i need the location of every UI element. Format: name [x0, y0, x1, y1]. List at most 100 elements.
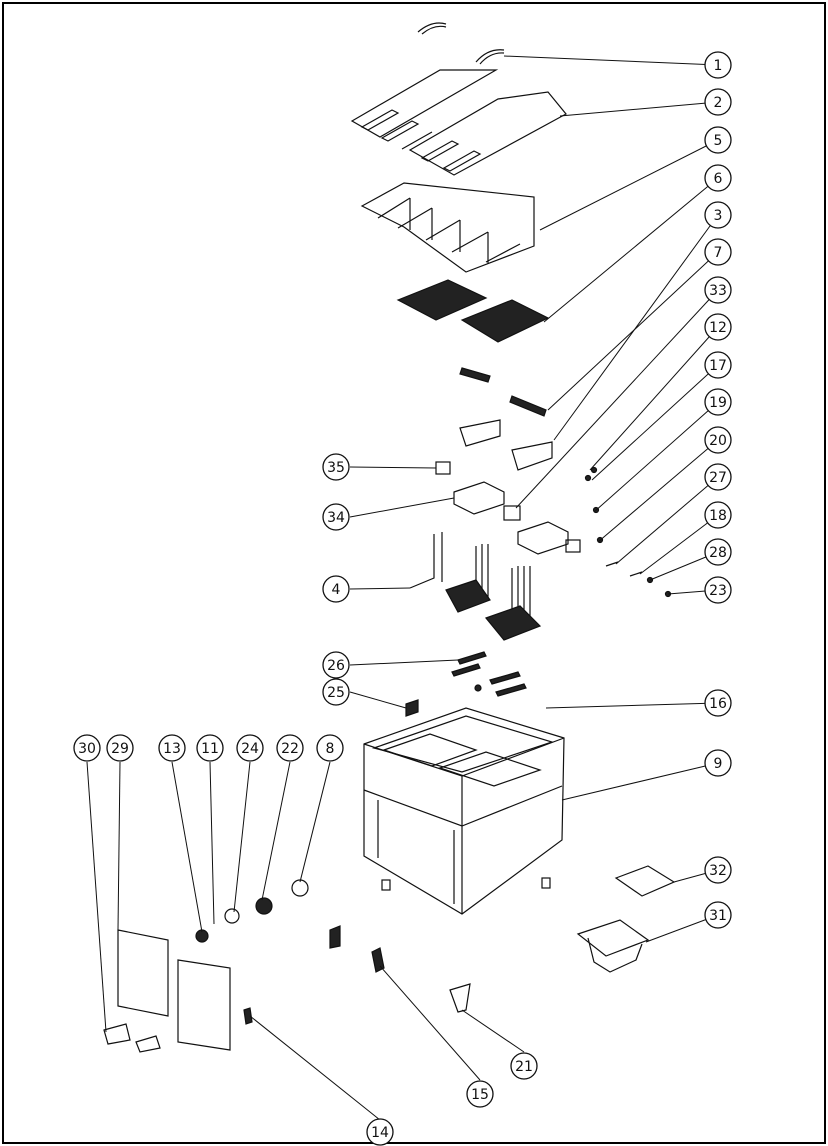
- callout-circle: [73, 734, 101, 762]
- callout-15: 15: [466, 1080, 494, 1108]
- callout-circle: [196, 734, 224, 762]
- callout-label: 24: [241, 741, 259, 757]
- callout-26: 26: [322, 651, 350, 679]
- callout-24: 24: [236, 734, 264, 762]
- callout-21: 21: [510, 1052, 538, 1080]
- callout-label: 35: [327, 460, 345, 476]
- callout-label: 4: [332, 582, 341, 598]
- callout-circle: [704, 126, 732, 154]
- part-trays: [435, 461, 581, 555]
- part-handle-bars: [417, 22, 505, 65]
- callout-circle: [704, 201, 732, 229]
- callout-label: 19: [709, 395, 727, 411]
- part-basket-frame: [360, 182, 535, 273]
- callout-circle: [704, 856, 732, 884]
- callout-35: 35: [322, 453, 350, 481]
- callout-label: 29: [111, 741, 129, 757]
- callout-label: 33: [709, 283, 727, 299]
- callout-19: 19: [704, 388, 732, 416]
- callout-circle: [236, 734, 264, 762]
- callout-31: 31: [704, 901, 732, 929]
- callout-9: 9: [704, 749, 732, 777]
- leader-lines: [86, 55, 719, 1121]
- callout-label: 1: [714, 58, 723, 74]
- callout-label: 12: [709, 320, 727, 336]
- part-brackets: [459, 419, 553, 471]
- callout-28: 28: [704, 538, 732, 566]
- callout-label: 8: [326, 741, 335, 757]
- callout-circle: [704, 88, 732, 116]
- parts-drawing: [103, 22, 676, 1053]
- callout-circle: [322, 678, 350, 706]
- callout-1: 1: [704, 51, 732, 79]
- callout-7: 7: [704, 238, 732, 266]
- callout-label: 15: [471, 1087, 489, 1103]
- callout-label: 7: [714, 245, 723, 261]
- callout-circle: [106, 734, 134, 762]
- callout-circle: [316, 734, 344, 762]
- callout-circle: [704, 501, 732, 529]
- callout-6: 6: [704, 164, 732, 192]
- callout-circle: [322, 651, 350, 679]
- callout-label: 13: [163, 741, 181, 757]
- callout-circle: [510, 1052, 538, 1080]
- callout-circle: [704, 538, 732, 566]
- callout-18: 18: [704, 501, 732, 529]
- callout-circle: [704, 238, 732, 266]
- callout-label: 11: [201, 741, 219, 757]
- callout-12: 12: [704, 313, 732, 341]
- callout-32: 32: [704, 856, 732, 884]
- callout-33: 33: [704, 276, 732, 304]
- part-heating-elements: [409, 532, 542, 641]
- callout-circle: [276, 734, 304, 762]
- part-25-bracket: [405, 699, 419, 717]
- callout-23: 23: [704, 576, 732, 604]
- callout-label: 9: [714, 756, 723, 772]
- callout-label: 18: [709, 508, 727, 524]
- part-lid-plates: [350, 69, 567, 176]
- part-knobs-and-valves: [195, 879, 471, 1025]
- callout-label: 22: [281, 741, 299, 757]
- callout-11: 11: [196, 734, 224, 762]
- callout-circle: [704, 901, 732, 929]
- callout-label: 25: [327, 685, 345, 701]
- callout-circle: [704, 313, 732, 341]
- callout-circle: [322, 453, 350, 481]
- callout-label: 23: [709, 583, 727, 599]
- callout-3: 3: [704, 201, 732, 229]
- callout-circle: [704, 463, 732, 491]
- callout-circle: [322, 503, 350, 531]
- callout-label: 14: [371, 1125, 389, 1141]
- callout-22: 22: [276, 734, 304, 762]
- callout-circle: [158, 734, 186, 762]
- part-small-strips: [451, 651, 527, 697]
- callout-16: 16: [704, 689, 732, 717]
- callout-circle: [704, 426, 732, 454]
- callout-label: 34: [327, 510, 345, 526]
- callout-circle: [704, 689, 732, 717]
- callout-label: 3: [714, 208, 723, 224]
- callout-label: 21: [515, 1059, 533, 1075]
- part-heater-strips: [459, 367, 547, 417]
- part-31-container: [576, 919, 650, 973]
- callout-label: 27: [709, 470, 727, 486]
- callout-5: 5: [704, 126, 732, 154]
- callout-4: 4: [322, 575, 350, 603]
- callout-label: 6: [714, 171, 723, 187]
- callout-8: 8: [316, 734, 344, 762]
- callout-circle: [704, 576, 732, 604]
- callout-label: 32: [709, 863, 727, 879]
- callout-2: 2: [704, 88, 732, 116]
- callout-label: 2: [714, 95, 723, 111]
- callout-circle: [466, 1080, 494, 1108]
- part-mesh-screens: [396, 279, 550, 343]
- callout-circle: [704, 276, 732, 304]
- callout-29: 29: [106, 734, 134, 762]
- callout-label: 17: [709, 358, 727, 374]
- callout-circle: [704, 164, 732, 192]
- callout-34: 34: [322, 503, 350, 531]
- callout-circle: [704, 749, 732, 777]
